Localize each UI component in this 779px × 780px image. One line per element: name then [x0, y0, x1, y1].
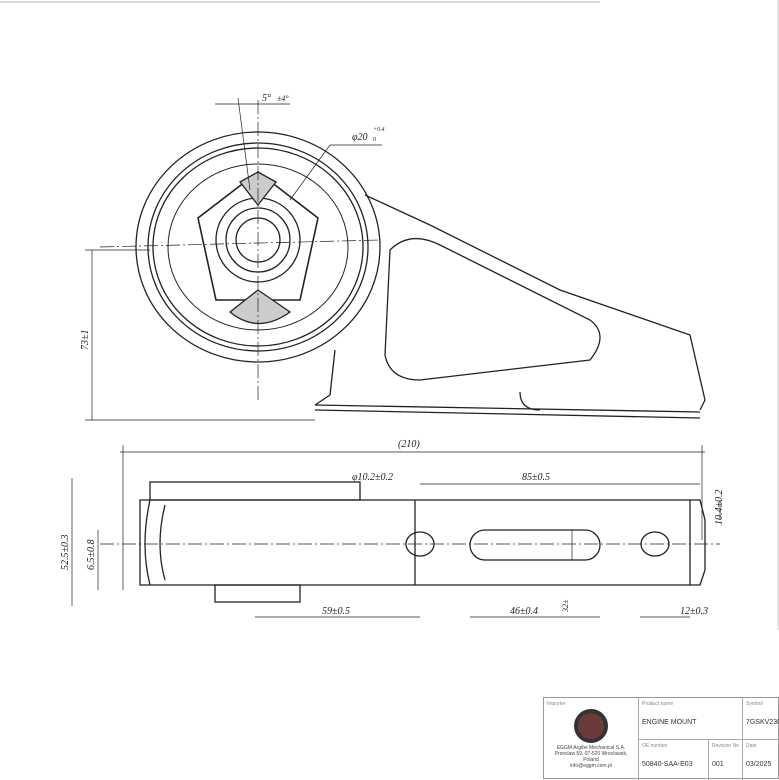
- dim-angle-tol: ±4°: [277, 94, 289, 103]
- dim-offset: 6.5±0.8: [86, 540, 97, 571]
- product-name-cell: Product name ENGINE MOUNT: [638, 698, 742, 739]
- dim-edge-dist: 12±0.3: [680, 606, 708, 617]
- symbol: 7GSKV230: [746, 719, 779, 726]
- side-view: [71, 445, 721, 618]
- oe-label: OE number: [642, 743, 668, 749]
- dim-width: 52.5±0.3: [60, 535, 71, 571]
- oe-cell: OE number 50840-SAA-E03: [638, 739, 708, 780]
- dim-bushing-pos: 59±0.5: [322, 606, 350, 617]
- top-view: [85, 97, 706, 421]
- product-name-label: Product name: [642, 701, 674, 707]
- dim-height: 73±1: [80, 330, 91, 351]
- oe-number: 50840-SAA-E03: [642, 761, 693, 768]
- dim-slot-length: 46±0.4: [510, 606, 538, 617]
- revision-cell: Revision No 001: [708, 739, 742, 780]
- dim-bore-upper: +0.4: [373, 126, 385, 133]
- importer-address-2: Przeclaw 59, 07-520 Wroclawek, Poland: [554, 751, 628, 763]
- importer-cell: Importer EGGM Argibe Mechanical S.A. Prz…: [544, 698, 638, 780]
- company-logo: [574, 709, 608, 743]
- date: 03/2025: [746, 761, 772, 768]
- dim-bore-lower: 0: [373, 137, 376, 143]
- date-label: Date: [746, 743, 757, 749]
- dim-angle: 5°: [262, 93, 271, 104]
- importer-label: Importer: [547, 701, 566, 707]
- date-cell: Date 03/2025: [742, 739, 779, 780]
- dim-thickness: 10.4±0.2: [714, 490, 725, 526]
- dim-overall-length: (210): [398, 439, 420, 450]
- revision: 001: [712, 761, 724, 768]
- symbol-cell: Symbol 7GSKV230: [742, 698, 779, 739]
- dim-bore: φ20: [352, 132, 368, 143]
- symbol-label: Symbol: [746, 701, 763, 707]
- dim-slot-width: 32±: [561, 599, 570, 613]
- dim-hole-dia: φ10.2±0.2: [352, 472, 393, 483]
- product-name: ENGINE MOUNT: [642, 719, 697, 726]
- dim-hole-spacing: 85±0.5: [522, 472, 550, 483]
- importer-address-1: EGGM Argibe Mechanical S.A.: [556, 745, 626, 751]
- revision-label: Revision No: [712, 743, 739, 749]
- importer-address-3: info@eggm.com.pl: [570, 763, 612, 769]
- title-block: Importer EGGM Argibe Mechanical S.A. Prz…: [543, 697, 779, 780]
